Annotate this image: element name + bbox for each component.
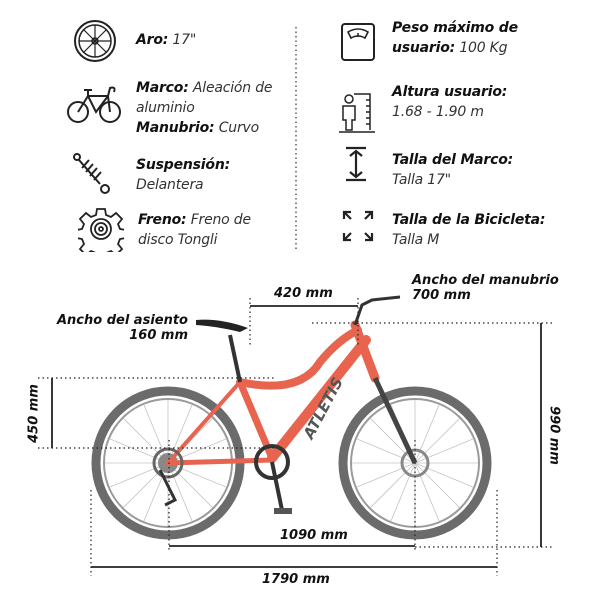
spec-label: Manubrio: xyxy=(136,120,215,136)
spec-label: Altura usuario: xyxy=(392,84,508,100)
rear-disc xyxy=(152,447,184,479)
height-label: 990 mm xyxy=(546,406,562,465)
spoke xyxy=(414,462,440,522)
spec-label: Freno: xyxy=(138,212,187,228)
spec-talla-bicicleta: Talla de la Bicicleta: Talla M xyxy=(392,210,545,250)
spec-peso: Peso máximo de usuario: 100 Kg xyxy=(392,18,562,58)
spoke xyxy=(414,418,460,464)
standover-label: 450 mm xyxy=(26,384,42,443)
spoke xyxy=(109,438,169,464)
pedal xyxy=(274,508,292,514)
spec-label: Suspensión: xyxy=(136,157,230,173)
spoke xyxy=(414,462,460,508)
spec-value: Curvo xyxy=(218,120,259,136)
spoke xyxy=(356,462,416,488)
spoke xyxy=(414,462,474,488)
brake-disc-gear-icon xyxy=(78,208,124,252)
handlebar-value: 700 mm xyxy=(412,288,471,303)
crank xyxy=(270,461,284,511)
spec-aro: Aro: 17" xyxy=(136,30,196,50)
saddle xyxy=(196,319,248,332)
scale-icon xyxy=(341,23,375,61)
spoke xyxy=(123,418,169,464)
spec-suspension: Suspensión: Delantera xyxy=(136,155,230,195)
spec-value: Delantera xyxy=(136,177,204,193)
spoke xyxy=(167,438,227,464)
spec-talla-marco: Talla del Marco: Talla 17" xyxy=(392,150,513,190)
bicycle-icon xyxy=(67,86,121,123)
shock-absorber-icon xyxy=(73,153,110,194)
spoke xyxy=(414,404,440,464)
spec-value: Freno de disco Tongli xyxy=(138,212,251,248)
spec-value: 1.68 - 1.90 m xyxy=(392,104,484,120)
spec-value: Aleación de aluminio xyxy=(136,80,273,116)
spoke xyxy=(356,438,416,464)
spec-value: 17" xyxy=(172,32,197,48)
spec-freno: Freno: Freno de disco Tongli xyxy=(138,210,268,250)
vertical-size-arrow-icon xyxy=(346,146,366,182)
spec-value: Talla 17" xyxy=(392,172,451,188)
chainring xyxy=(254,444,290,480)
spoke xyxy=(109,462,169,488)
derailleur xyxy=(158,469,178,507)
spoke xyxy=(370,418,416,464)
spoke xyxy=(167,462,227,488)
spec-label: Peso máximo de usuario: xyxy=(392,20,518,56)
spoke xyxy=(143,404,169,464)
handlebar-title: Ancho del manubrio xyxy=(412,273,559,288)
spec-label: Marco: xyxy=(136,80,189,96)
wheel-icon xyxy=(74,20,116,62)
reach-label: 420 mm xyxy=(274,286,333,301)
spoke xyxy=(167,404,193,464)
spoke xyxy=(370,462,416,508)
expand-arrows-icon xyxy=(342,210,374,242)
height-measure-icon xyxy=(339,93,375,133)
spoke xyxy=(167,462,193,522)
spec-label: Talla de la Bicicleta: xyxy=(392,212,546,228)
spec-altura: Altura usuario: 1.68 - 1.90 m xyxy=(392,82,507,122)
spoke xyxy=(167,462,213,508)
spec-value: Talla M xyxy=(392,232,440,248)
saddle-title: Ancho del asiento xyxy=(56,313,188,328)
seat-post xyxy=(228,334,242,383)
spec-value: 100 Kg xyxy=(459,40,508,56)
dimension-lines xyxy=(38,298,552,576)
suspension-fork xyxy=(372,376,418,465)
wheelbase-label: 1090 mm xyxy=(280,528,348,543)
spec-label: Aro: xyxy=(136,32,169,48)
handlebar xyxy=(353,295,401,326)
spoke xyxy=(390,462,416,522)
length-label: 1790 mm xyxy=(262,572,330,587)
saddle-value: 160 mm xyxy=(129,328,188,343)
spec-label: Talla del Marco: xyxy=(392,152,514,168)
spoke xyxy=(414,438,474,464)
spoke xyxy=(143,462,169,522)
